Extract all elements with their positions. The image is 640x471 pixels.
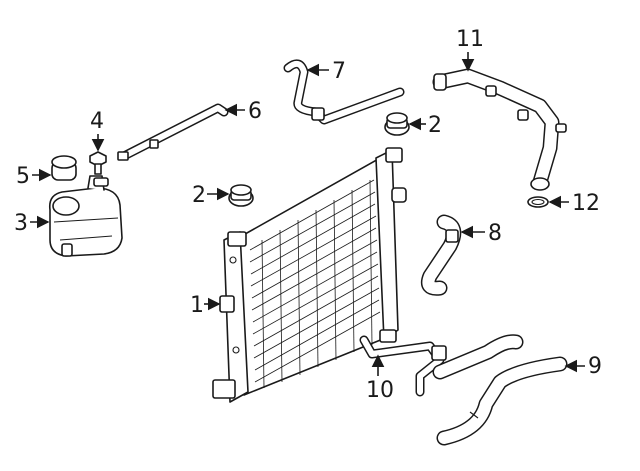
bolt bbox=[89, 151, 107, 175]
callout-label: 2 bbox=[428, 113, 442, 138]
callout-label: 4 bbox=[90, 109, 104, 134]
bleed-tube bbox=[117, 103, 229, 161]
lower-hose-assembly bbox=[359, 334, 524, 397]
callout-6: 6 bbox=[224, 99, 262, 124]
callout-label: 9 bbox=[588, 354, 602, 379]
overflow-hose bbox=[283, 59, 405, 125]
radiator bbox=[212, 147, 407, 403]
o-ring bbox=[527, 196, 549, 208]
callout-2-right: 2 bbox=[408, 113, 442, 138]
callout-8: 8 bbox=[460, 221, 502, 246]
radiator-cap-left bbox=[228, 184, 254, 207]
callout-4: 4 bbox=[90, 109, 105, 152]
callout-11: 11 bbox=[456, 27, 484, 72]
callout-label: 12 bbox=[572, 191, 600, 216]
callout-label: 2 bbox=[192, 183, 206, 208]
callout-2-left: 2 bbox=[192, 183, 230, 208]
callout-1: 1 bbox=[190, 293, 221, 318]
coolant-pipe bbox=[432, 68, 567, 191]
callout-5: 5 bbox=[16, 164, 52, 189]
callout-label: 3 bbox=[14, 211, 28, 236]
coolant-reservoir bbox=[48, 175, 123, 257]
callout-10: 10 bbox=[366, 354, 394, 403]
callout-9: 9 bbox=[564, 354, 602, 379]
callout-label: 6 bbox=[248, 99, 262, 124]
radiator-lower-hose bbox=[436, 356, 568, 446]
callout-3: 3 bbox=[14, 211, 50, 236]
radiator-fins bbox=[249, 179, 381, 389]
callout-label: 5 bbox=[16, 164, 30, 189]
reservoir-cap bbox=[51, 155, 77, 181]
radiator-cap-right bbox=[384, 112, 410, 136]
callout-label: 1 bbox=[190, 293, 204, 318]
callout-7: 7 bbox=[306, 59, 346, 84]
callout-label: 10 bbox=[366, 378, 394, 403]
short-hose bbox=[420, 214, 462, 296]
callout-label: 7 bbox=[332, 59, 346, 84]
callout-label: 11 bbox=[456, 27, 484, 52]
callout-label: 8 bbox=[488, 221, 502, 246]
callout-12: 12 bbox=[548, 191, 600, 216]
